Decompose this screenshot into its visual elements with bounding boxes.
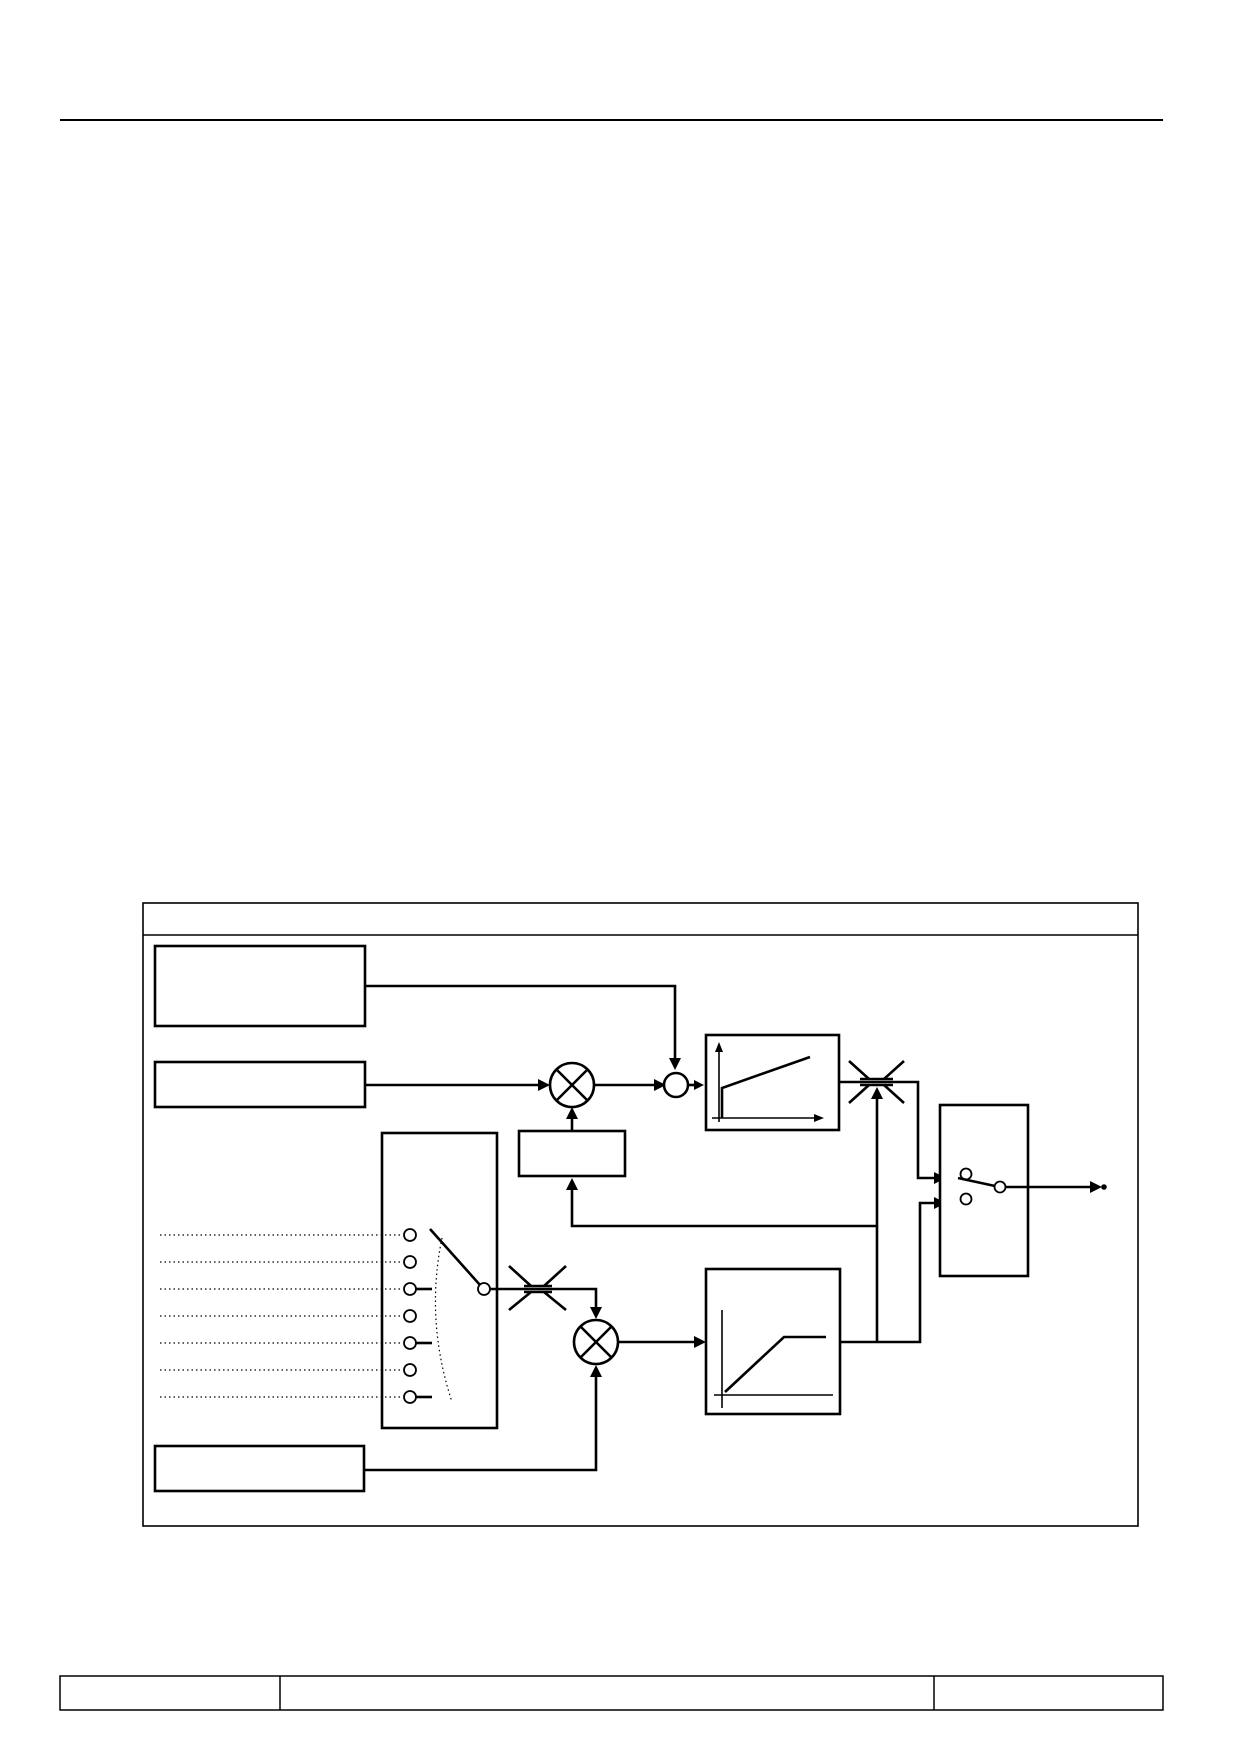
limit-function-block (704, 1267, 842, 1416)
feedback-block (517, 1129, 627, 1178)
connector-ramp-to-switch (839, 1080, 936, 1180)
selector-wiper (429, 1228, 481, 1286)
arrowhead (538, 1079, 550, 1091)
selector-input-2 (160, 1255, 417, 1269)
limit-curve (724, 1335, 826, 1393)
input-box-top (153, 944, 367, 1028)
diagram-frame (142, 902, 1139, 1527)
selector-input-3 (160, 1282, 432, 1296)
arrowhead (566, 1107, 578, 1119)
footer-table (59, 1675, 1164, 1711)
arrowhead (1090, 1181, 1102, 1193)
arrowhead (566, 1178, 578, 1190)
output-terminal (1101, 1184, 1107, 1190)
connector-selector-to-multiplier (490, 1287, 598, 1309)
arrowhead (669, 1058, 681, 1070)
selector-input-7 (160, 1390, 432, 1404)
switch-terminal-common (993, 1180, 1007, 1194)
arrowhead (654, 1079, 666, 1091)
selector-input-1 (160, 1228, 417, 1242)
feedback-loop (570, 1188, 877, 1228)
multiplier-node-upper (548, 1061, 596, 1109)
ramp-curve (720, 1055, 811, 1118)
selector-common-terminal (477, 1282, 491, 1296)
input-box-bottom (153, 1444, 366, 1493)
selector-input-4 (160, 1309, 417, 1323)
connector-top-to-summer (365, 984, 677, 1062)
arrowhead (694, 1336, 706, 1348)
output-switch-block (938, 1103, 1030, 1278)
break-symbol-lower (508, 1265, 567, 1312)
break-symbol-upper (848, 1060, 905, 1104)
ramp-function-block (704, 1033, 841, 1132)
selector-switch-block (380, 1131, 499, 1430)
diagram-border (142, 902, 1139, 1527)
arrowhead (590, 1307, 602, 1319)
arrowhead (871, 1087, 883, 1099)
switch-blade (957, 1176, 996, 1188)
selector-input-5 (160, 1336, 432, 1350)
input-box-second (153, 1060, 367, 1109)
switch-terminal-lower (959, 1192, 973, 1206)
summing-node (662, 1071, 690, 1099)
arrowhead (590, 1365, 602, 1377)
connector-limit-to-switch (840, 1201, 936, 1344)
connector-bottom-to-multiplier (364, 1375, 598, 1472)
selector-input-6 (160, 1363, 417, 1377)
arrowhead (694, 1080, 704, 1090)
selector-arc (434, 1237, 453, 1403)
multiplier-node-lower (572, 1318, 620, 1366)
